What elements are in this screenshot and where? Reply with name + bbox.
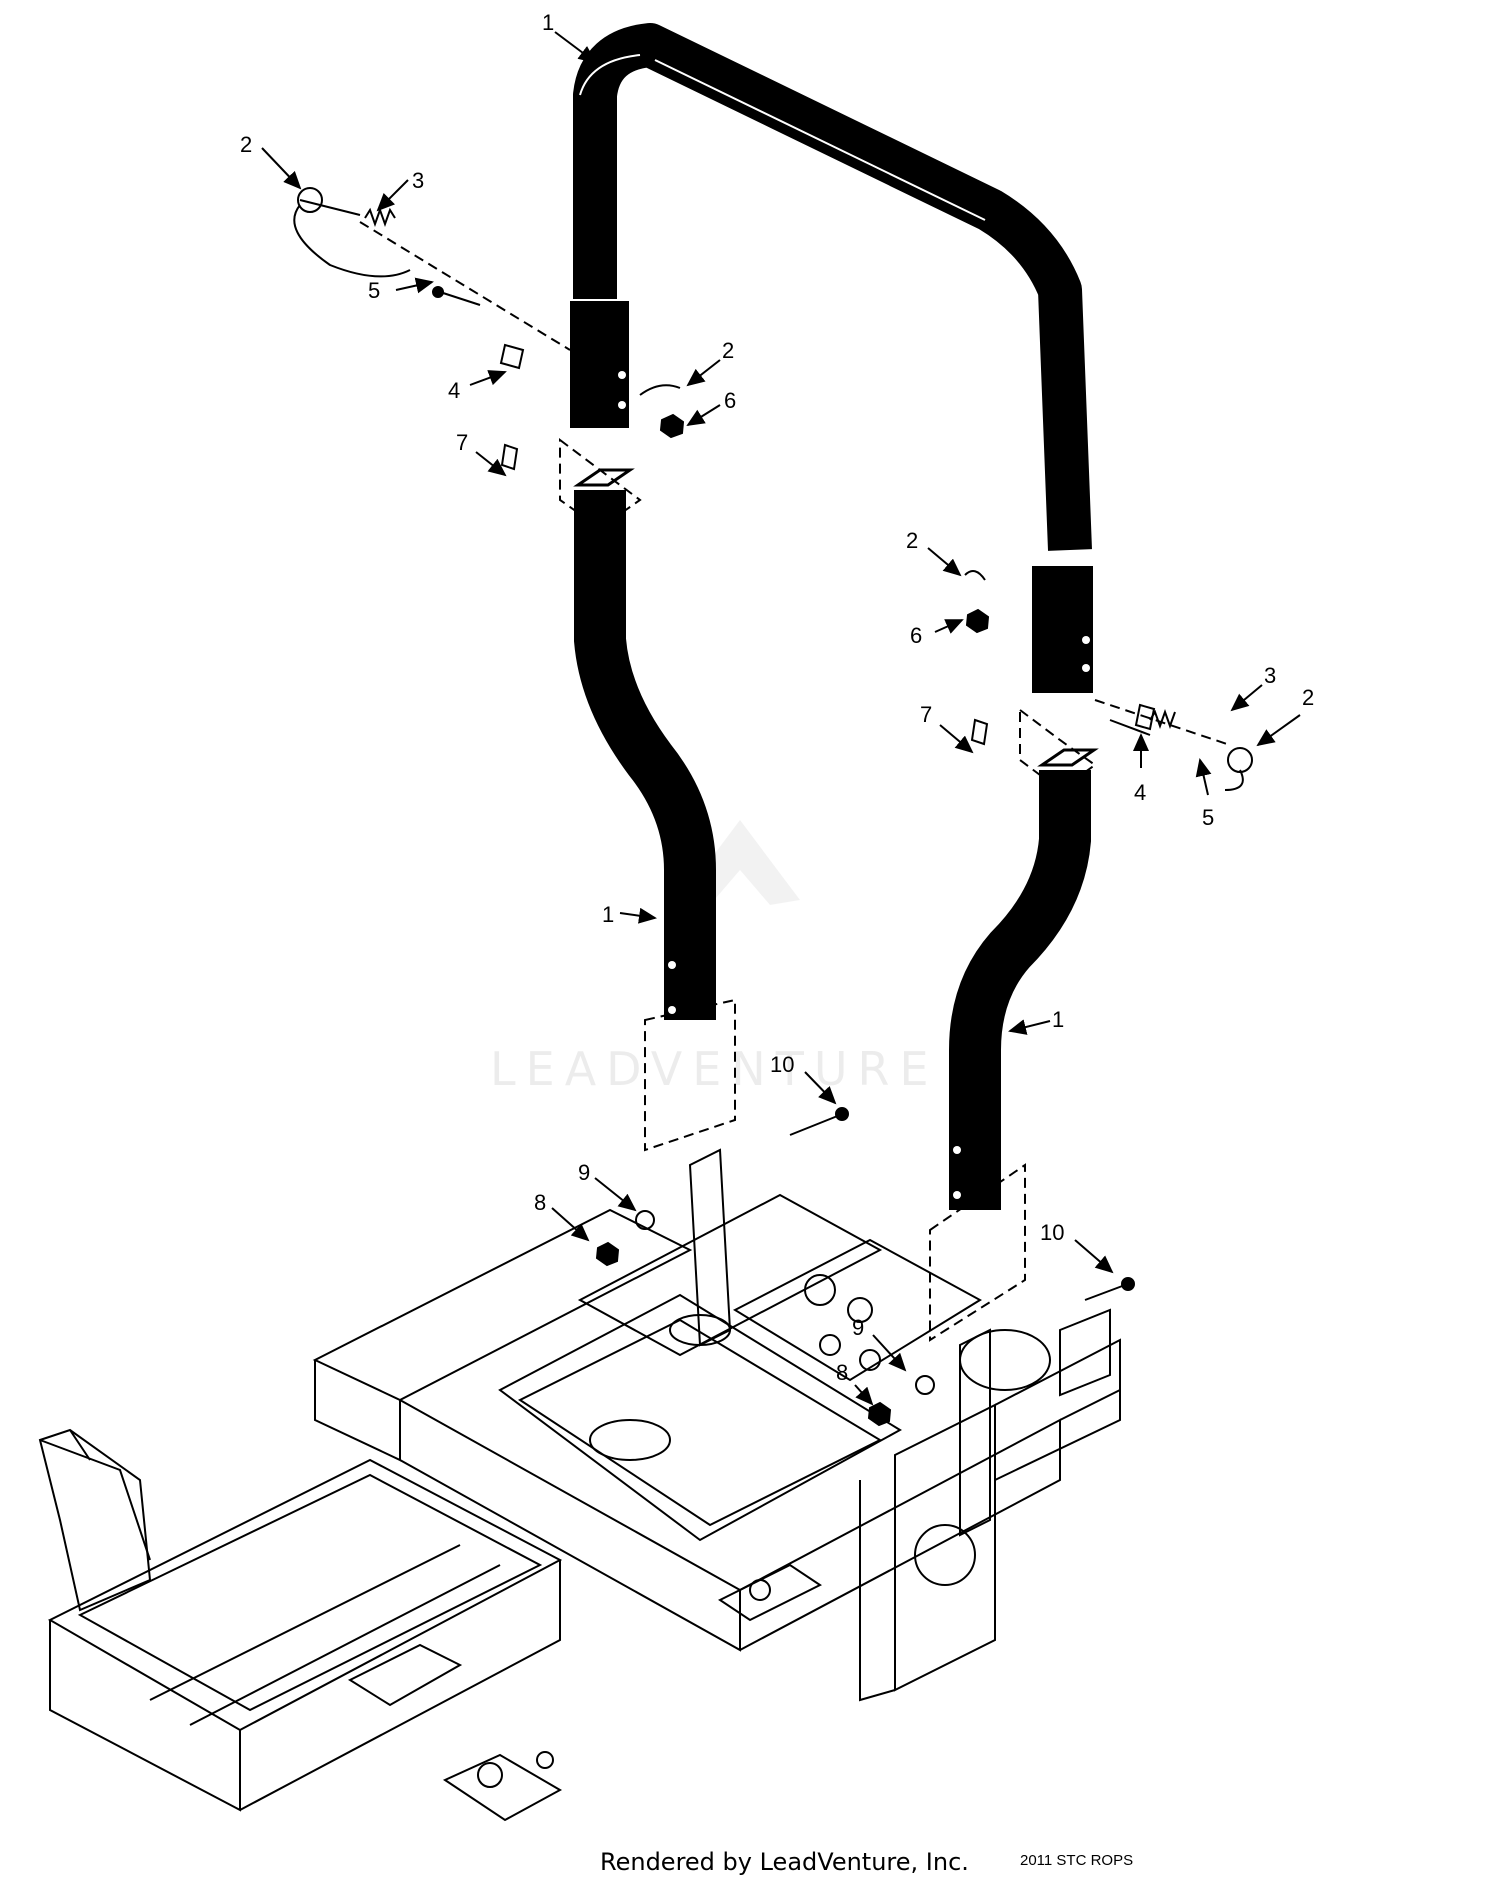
callout-2-left-clip: 2 [722, 338, 734, 363]
hardware-right [964, 570, 1253, 792]
callout-4-right-strap: 4 [1134, 780, 1146, 805]
callout-9-right-washer: 9 [852, 1315, 864, 1340]
callout-9-left-washer: 9 [578, 1160, 590, 1185]
rops-upper-hoop [570, 23, 1095, 693]
rops-lower-tube-left [573, 468, 716, 1020]
drawing-id: 2011 STC ROPS [1020, 1852, 1134, 1869]
callouts: 1 2 3 5 4 2 6 7 2 6 3 2 7 4 5 1 1 10 9 8… [240, 10, 1314, 1385]
callout-2-right-clip: 2 [906, 528, 918, 553]
callout-3-left-spring: 3 [412, 168, 424, 193]
callout-8-right-nut: 8 [836, 1360, 848, 1385]
callout-5-left-bolt: 5 [368, 278, 380, 303]
callout-7-left-clip: 7 [456, 430, 468, 455]
callout-1-top: 1 [542, 10, 554, 35]
callout-2-left-pin: 2 [240, 132, 252, 157]
watermark-text: LEADVENTURE [490, 1042, 939, 1096]
callout-10-right-bolt: 10 [1040, 1220, 1064, 1245]
callout-1-right-tube: 1 [1052, 1007, 1064, 1032]
callout-6-right-nut: 6 [910, 623, 922, 648]
leader-lines [261, 31, 1301, 1406]
callout-8-left-nut: 8 [534, 1190, 546, 1215]
callout-3-right-spring: 3 [1264, 663, 1276, 688]
callout-7-right-clip: 7 [920, 702, 932, 727]
callout-10-left-bolt: 10 [770, 1052, 794, 1077]
chassis-frame [38, 1148, 1121, 1822]
rendered-by-credit: Rendered by LeadVenture, Inc. [600, 1848, 969, 1876]
callout-5-right-bolt: 5 [1202, 805, 1214, 830]
rops-lower-tube-right [949, 748, 1099, 1210]
callout-4-left-strap: 4 [448, 378, 460, 403]
callout-6-left-nut: 6 [724, 388, 736, 413]
callout-2-right-pin: 2 [1302, 685, 1314, 710]
callout-1-left-tube: 1 [602, 902, 614, 927]
